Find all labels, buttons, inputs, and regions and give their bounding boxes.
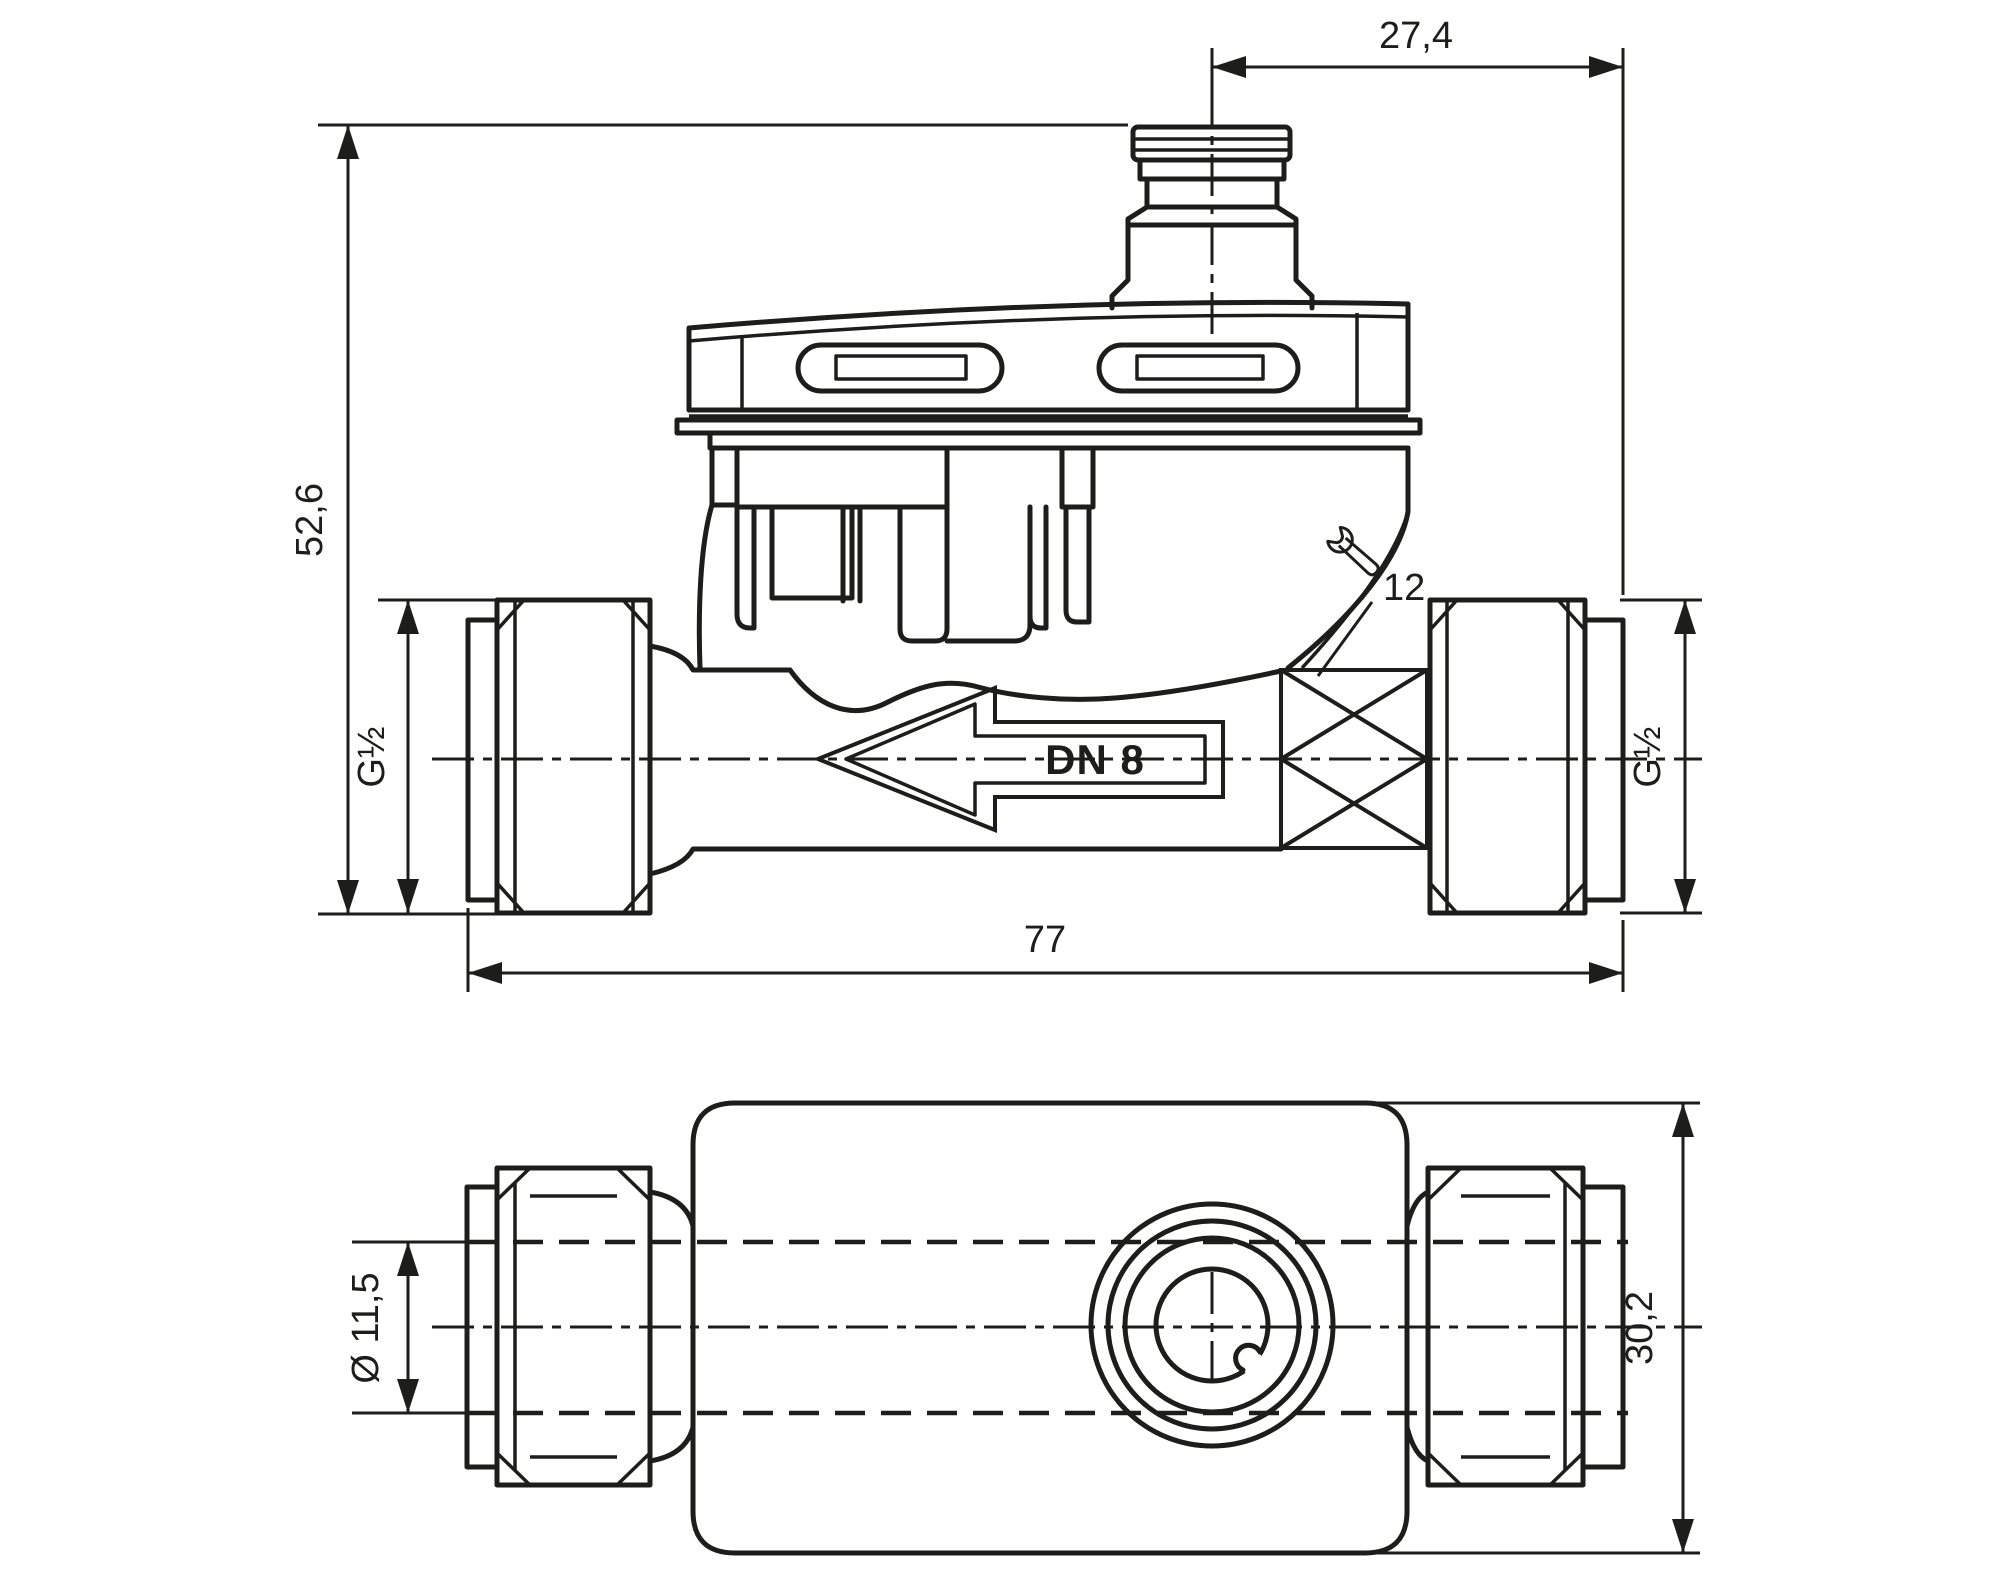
- housing-slot-right: [1096, 342, 1301, 394]
- right-end-cap: [1582, 617, 1626, 903]
- internal-module: [696, 445, 1411, 713]
- connector-offset-value: 27,4: [1379, 15, 1453, 57]
- dimension-overall-length: 77: [466, 908, 1625, 992]
- wrench-callout: 12: [1316, 525, 1425, 677]
- dimension-body-height: 30,2: [1370, 1101, 1700, 1555]
- sensor-port-circles: [1088, 1201, 1336, 1449]
- dimension-connector-offset: 27,4: [1212, 15, 1625, 595]
- flow-direction-arrow: DN 8: [812, 685, 1225, 833]
- bv-left-hex-nut: [494, 1165, 653, 1488]
- center-lines: [432, 48, 1702, 1380]
- overall-height-value: 52,6: [289, 483, 331, 557]
- nominal-width-label: DN 8: [1045, 736, 1145, 783]
- pipe-assembly: [465, 597, 1626, 916]
- bottom-view-body: [464, 1100, 1628, 1556]
- dimension-bore-diameter: Ø 11,5: [345, 1240, 470, 1415]
- key-notch: [1233, 1342, 1263, 1373]
- housing-slot-left: [795, 342, 1005, 394]
- bv-right-end-cap: [1580, 1184, 1626, 1470]
- dimension-thread-right: G½: [1620, 598, 1702, 915]
- bore-diameter-value: Ø 11,5: [345, 1272, 387, 1383]
- sensor-head-housing: [674, 299, 1423, 451]
- cast-web-profile: [787, 667, 1284, 713]
- support-curve-inner: [1300, 511, 1410, 670]
- wrench-icon: [1326, 525, 1380, 577]
- dimension-thread-left: G½: [351, 598, 500, 913]
- overall-length-value: 77: [1024, 919, 1066, 961]
- thread-right-value: G½: [1627, 726, 1669, 787]
- thread-left-value: G½: [351, 726, 393, 787]
- body-height-value: 30,2: [1619, 1291, 1661, 1365]
- left-hex-nut: [494, 597, 653, 916]
- right-hex-nut: [1427, 597, 1588, 916]
- wrench-size-label: 12: [1383, 567, 1425, 609]
